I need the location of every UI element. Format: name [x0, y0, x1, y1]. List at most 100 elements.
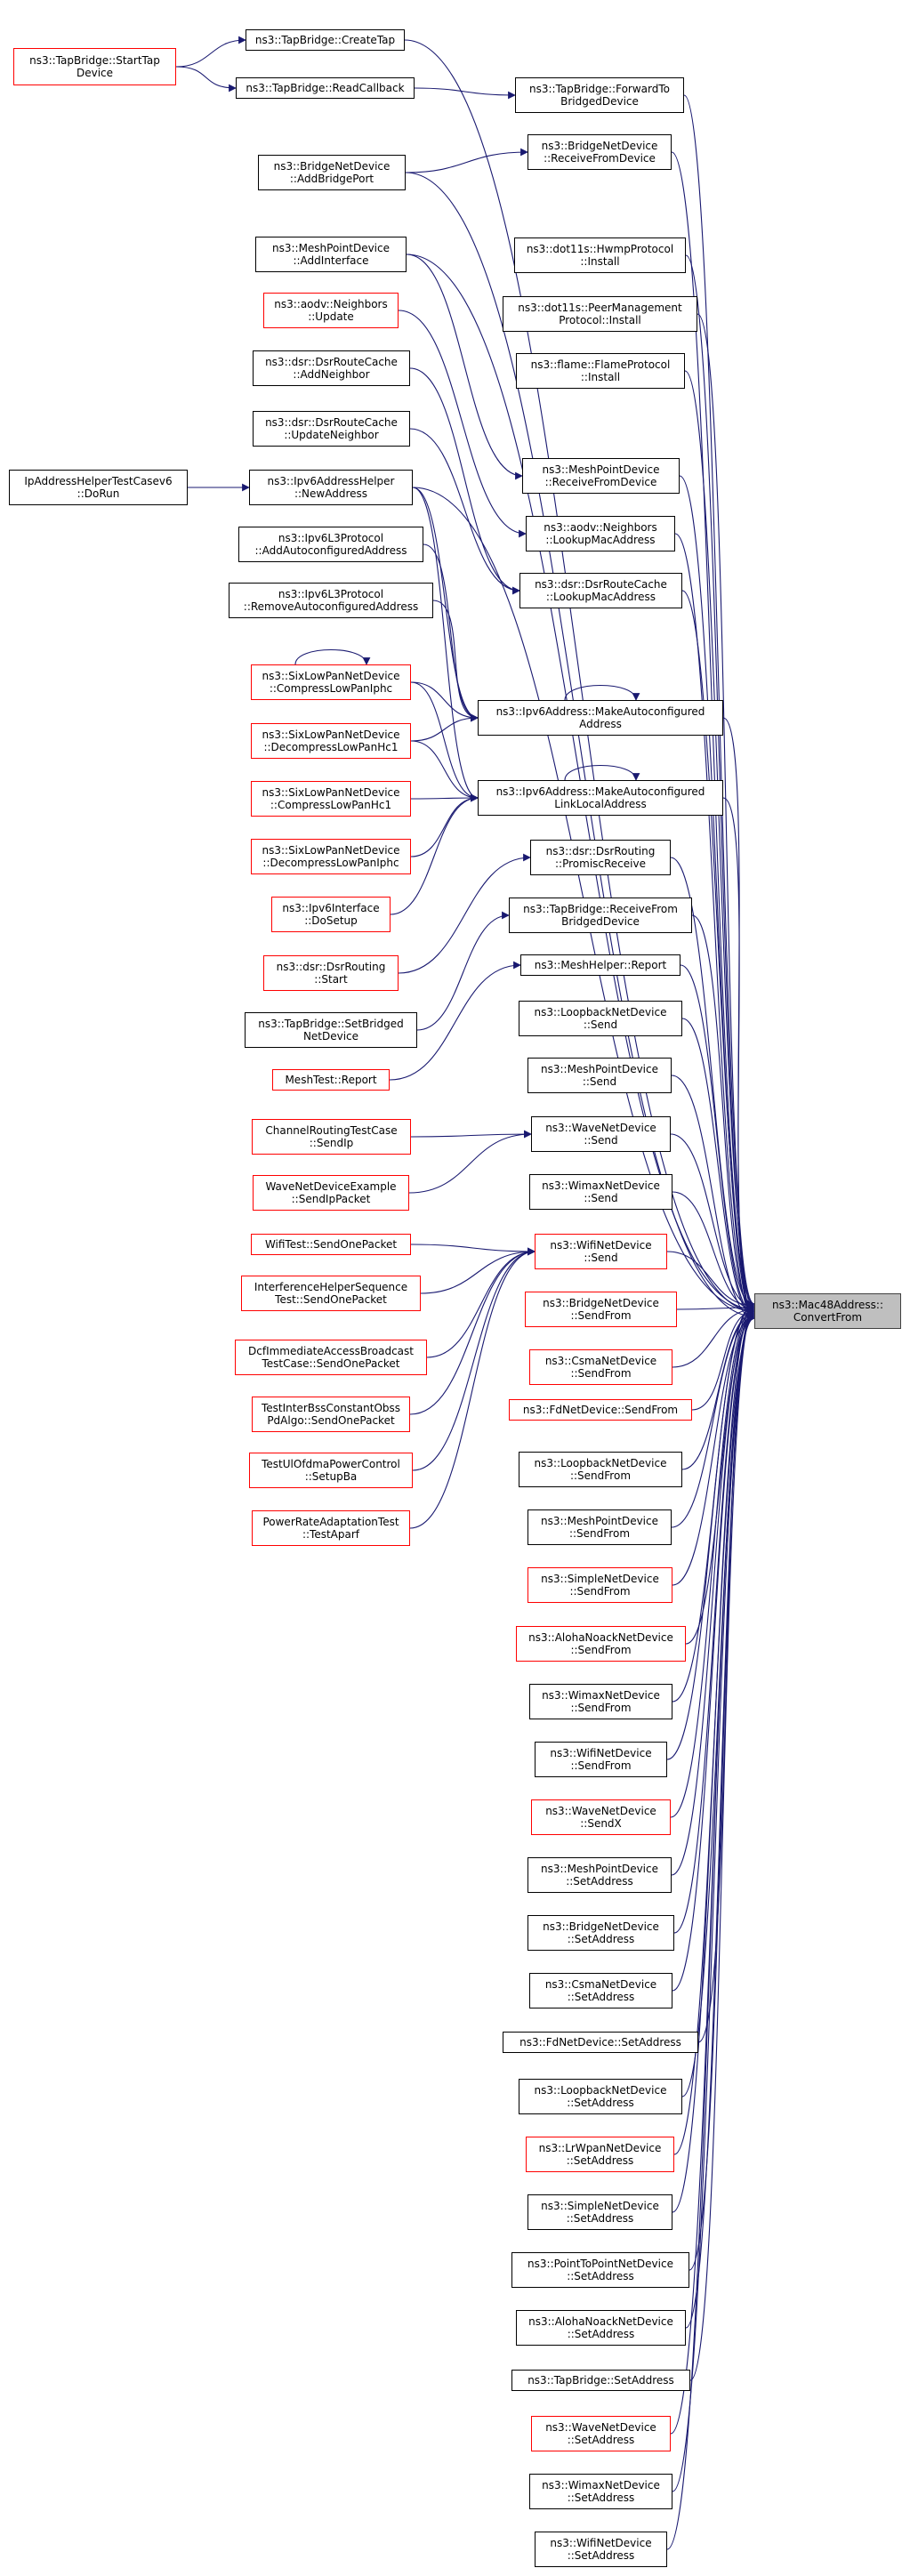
graph-node-ns3-ipv6addresshelper-newaddress[interactable]: ns3::Ipv6AddressHelper::NewAddress — [249, 470, 413, 505]
call-edge — [676, 1303, 755, 1312]
call-edge — [294, 648, 371, 665]
node-label-line: ns3::MeshPointDevice — [271, 242, 390, 254]
graph-node-ns3-aodv-neighbors-update[interactable]: ns3::aodv::Neighbors::Update — [263, 293, 399, 328]
node-label-line: ::SetupBa — [304, 1470, 358, 1483]
graph-node-ns3-alohanoacknetdevice-setaddress[interactable]: ns3::AlohaNoackNetDevice::SetAddress — [516, 2310, 686, 2346]
graph-node-meshtest-report[interactable]: MeshTest::Report — [272, 1069, 390, 1091]
graph-node-ns3-loopbacknetdevice-sendfrom[interactable]: ns3::LoopbackNetDevice::SendFrom — [519, 1452, 682, 1487]
graph-node-ns3-dsr-dsrrouting-promiscreceive[interactable]: ns3::dsr::DsrRouting::PromiscReceive — [530, 840, 671, 875]
graph-node-ns3-fdnetdevice-sendfrom[interactable]: ns3::FdNetDevice::SendFrom — [509, 1399, 692, 1421]
node-label-line: ::LookupMacAddress — [545, 534, 656, 546]
graph-node-testulofdmapowercontrol-setupba[interactable]: TestUlOfdmaPowerControl::SetupBa — [249, 1453, 413, 1488]
node-label-line: ::Update — [308, 310, 354, 323]
graph-node-ns3-fdnetdevice-setaddress[interactable]: ns3::FdNetDevice::SetAddress — [503, 2032, 698, 2053]
graph-node-ns3-dsr-dsrrouting-start[interactable]: ns3::dsr::DsrRouting::Start — [263, 955, 399, 991]
node-label-line: ::SetAddress — [567, 2328, 635, 2340]
graph-node-ns3-wifinetdevice-setaddress[interactable]: ns3::WifiNetDevice::SetAddress — [535, 2532, 667, 2567]
graph-node-ns3-aodv-neighbors-lookupmacaddress[interactable]: ns3::aodv::Neighbors::LookupMacAddress — [526, 516, 675, 551]
graph-node-ns3-wavenetdevice-send[interactable]: ns3::WaveNetDevice::Send — [531, 1116, 671, 1152]
node-label-line: ::TestAparf — [302, 1528, 360, 1541]
graph-node-ns3-meshpointdevice-setaddress[interactable]: ns3::MeshPointDevice::SetAddress — [527, 1857, 672, 1893]
graph-node-ns3-dsr-dsrroutecache-addneighbor[interactable]: ns3::dsr::DsrRouteCache::AddNeighbor — [253, 350, 410, 386]
graph-node-ns3-wavenetdevice-setaddress[interactable]: ns3::WaveNetDevice::SetAddress — [531, 2416, 671, 2451]
node-label-line: ns3::SimpleNetDevice — [541, 1573, 659, 1585]
graph-node-ns3-dsr-dsrroutecache-lookupmacaddress[interactable]: ns3::dsr::DsrRouteCache::LookupMacAddres… — [519, 573, 682, 608]
graph-node-ns3-meshpointdevice-sendfrom[interactable]: ns3::MeshPointDevice::SendFrom — [527, 1509, 672, 1545]
graph-node-channelroutingtestcase-sendip[interactable]: ChannelRoutingTestCase::SendIp — [252, 1119, 411, 1155]
graph-node-ns3-sixlowpannetdevice-decompresslowpaniphc[interactable]: ns3::SixLowPanNetDevice::DecompressLowPa… — [251, 839, 411, 874]
graph-node-ns3-sixlowpannetdevice-decompresslowpanhc1[interactable]: ns3::SixLowPanNetDevice::DecompressLowPa… — [251, 723, 411, 759]
graph-node-ns3-simplenetdevice-sendfrom[interactable]: ns3::SimpleNetDevice::SendFrom — [527, 1567, 672, 1603]
graph-node-ns3-bridgenetdevice-setaddress[interactable]: ns3::BridgeNetDevice::SetAddress — [527, 1915, 674, 1951]
call-edge — [432, 600, 479, 722]
call-edge — [674, 533, 755, 1323]
node-label-line: DcfImmediateAccessBroadcast — [248, 1345, 414, 1357]
node-label-line: ns3::BridgeNetDevice — [273, 160, 391, 173]
node-label-line: ::SendFrom — [570, 1759, 632, 1772]
call-edge — [670, 1133, 755, 1312]
graph-node-ns3-csmanetdevice-setaddress[interactable]: ns3::CsmaNetDevice::SetAddress — [529, 1973, 672, 2008]
graph-node-target: ns3::Mac48Address::ConvertFrom — [754, 1293, 901, 1329]
graph-node-ns3-sixlowpannetdevice-compresslowpanhc1[interactable]: ns3::SixLowPanNetDevice::CompressLowPanH… — [251, 781, 411, 817]
graph-node-ns3-bridgenetdevice-addbridgeport[interactable]: ns3::BridgeNetDevice::AddBridgePort — [258, 155, 406, 190]
graph-node-powerrateadaptationtest-testaparf[interactable]: PowerRateAdaptationTest::TestAparf — [252, 1510, 410, 1546]
graph-node-ns3-wavenetdevice-sendx[interactable]: ns3::WaveNetDevice::SendX — [531, 1799, 671, 1835]
graph-node-ns3-meshpointdevice-receivefromdevice[interactable]: ns3::MeshPointDevice::ReceiveFromDevice — [522, 458, 680, 494]
node-label-line: ns3::SixLowPanNetDevice — [262, 844, 400, 857]
call-edge — [672, 1300, 755, 2213]
graph-node-ns3-meshpointdevice-send[interactable]: ns3::MeshPointDevice::Send — [527, 1058, 672, 1093]
graph-node-ns3-wifinetdevice-sendfrom[interactable]: ns3::WifiNetDevice::SendFrom — [535, 1742, 667, 1777]
node-label-line: ns3::flame::FlameProtocol — [530, 358, 671, 371]
graph-node-ns3-ipv6l3protocol-removeautoconfiguredaddress[interactable]: ns3::Ipv6L3Protocol::RemoveAutoconfigure… — [229, 583, 433, 618]
graph-node-ns3-simplenetdevice-setaddress[interactable]: ns3::SimpleNetDevice::SetAddress — [527, 2194, 672, 2230]
graph-node-ns3-dot11s-hwmpprotocol-install[interactable]: ns3::dot11s::HwmpProtocol::Install — [514, 237, 686, 273]
node-label-line: ns3::BridgeNetDevice — [541, 140, 658, 152]
node-label-line: ::Send — [584, 1252, 618, 1264]
graph-node-ns3-ipv6interface-dosetup[interactable]: ns3::Ipv6Interface::DoSetup — [271, 897, 391, 932]
graph-node-ns3-pointtopointnetdevice-setaddress[interactable]: ns3::PointToPointNetDevice::SetAddress — [511, 2252, 689, 2288]
node-label-line: ns3::LrWpanNetDevice — [538, 2142, 662, 2154]
graph-node-ns3-meshpointdevice-addinterface[interactable]: ns3::MeshPointDevice::AddInterface — [255, 237, 407, 272]
graph-node-ns3-tapbridge-readcallback[interactable]: ns3::TapBridge::ReadCallback — [236, 77, 415, 99]
graph-node-ns3-wimaxnetdevice-setaddress[interactable]: ns3::WimaxNetDevice::SetAddress — [529, 2474, 672, 2509]
graph-node-ns3-tapbridge-setaddress[interactable]: ns3::TapBridge::SetAddress — [511, 2370, 690, 2391]
node-label-line: ns3::SixLowPanNetDevice — [262, 729, 400, 741]
graph-node-ns3-loopbacknetdevice-setaddress[interactable]: ns3::LoopbackNetDevice::SetAddress — [519, 2079, 682, 2114]
graph-node-ns3-csmanetdevice-sendfrom[interactable]: ns3::CsmaNetDevice::SendFrom — [529, 1349, 672, 1385]
graph-node-ns3-meshhelper-report[interactable]: ns3::MeshHelper::Report — [520, 954, 680, 976]
graph-node-ns3-wifinetdevice-send[interactable]: ns3::WifiNetDevice::Send — [535, 1234, 667, 1269]
node-label-line: ns3::dot11s::HwmpProtocol — [526, 243, 674, 255]
call-edge — [410, 681, 479, 722]
graph-node-ns3-ipv6l3protocol-addautoconfiguredaddress[interactable]: ns3::Ipv6L3Protocol::AddAutoconfiguredAd… — [238, 527, 423, 562]
node-label-line: ns3::LoopbackNetDevice — [534, 2084, 667, 2097]
graph-node-ns3-alohanoacknetdevice-sendfrom[interactable]: ns3::AlohaNoackNetDevice::SendFrom — [516, 1626, 686, 1662]
node-label-line: ns3::MeshPointDevice — [540, 1863, 658, 1875]
graph-node-ns3-wimaxnetdevice-send[interactable]: ns3::WimaxNetDevice::Send — [529, 1174, 672, 1210]
graph-node-ipaddresshelpertestcasev6-dorun[interactable]: IpAddressHelperTestCasev6::DoRun — [9, 470, 188, 505]
graph-node-ns3-sixlowpannetdevice-compresslowpaniphc[interactable]: ns3::SixLowPanNetDevice::CompressLowPanI… — [251, 664, 411, 700]
graph-node-ns3-dsr-dsrroutecache-updateneighbor[interactable]: ns3::dsr::DsrRouteCache::UpdateNeighbor — [253, 411, 410, 447]
node-label-line: ::SendFrom — [570, 1367, 632, 1380]
graph-node-ns3-tapbridge-createtap[interactable]: ns3::TapBridge::CreateTap — [246, 29, 405, 51]
node-label-line: ::SetAddress — [566, 2212, 634, 2225]
graph-node-ns3-flame-flameprotocol-install[interactable]: ns3::flame::FlameProtocol::Install — [516, 353, 685, 389]
graph-node-ns3-bridgenetdevice-sendfrom[interactable]: ns3::BridgeNetDevice::SendFrom — [525, 1292, 677, 1327]
graph-node-ns3-bridgenetdevice-receivefromdevice[interactable]: ns3::BridgeNetDevice::ReceiveFromDevice — [527, 134, 672, 170]
node-label-line: ns3::MeshHelper::Report — [534, 959, 667, 971]
graph-node-wifitest-sendonepacket[interactable]: WifiTest::SendOnePacket — [251, 1234, 411, 1255]
graph-node-ns3-wimaxnetdevice-sendfrom[interactable]: ns3::WimaxNetDevice::SendFrom — [529, 1684, 672, 1719]
graph-node-ns3-loopbacknetdevice-send[interactable]: ns3::LoopbackNetDevice::Send — [519, 1001, 682, 1036]
graph-node-ns3-lrwpannetdevice-setaddress[interactable]: ns3::LrWpanNetDevice::SetAddress — [526, 2137, 674, 2172]
node-label-line: ::SetAddress — [566, 1875, 633, 1888]
graph-node-wavenetdeviceexample-sendippacket[interactable]: WaveNetDeviceExample::SendIpPacket — [253, 1175, 409, 1211]
